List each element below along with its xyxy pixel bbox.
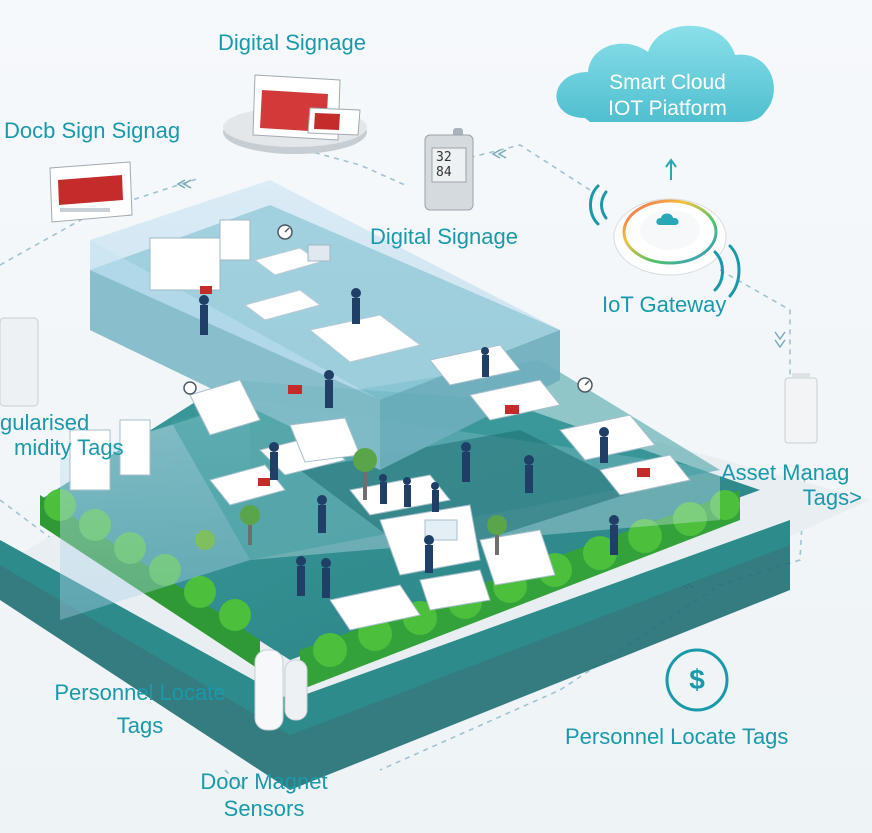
person-icon xyxy=(199,288,619,598)
label-docb-sign: Docb Sign Signag xyxy=(4,118,180,143)
asset-line-2: Tags> xyxy=(802,485,862,510)
humidity-line-1: gularised xyxy=(0,410,90,435)
signal-wave-icon xyxy=(589,184,741,298)
humidity-tag-device xyxy=(0,317,39,407)
thermometer-device-icon xyxy=(424,128,474,211)
iot-gateway-text: IoT Gateway xyxy=(602,292,727,317)
door-line-1: Door Magnet xyxy=(200,769,328,794)
asset-tag-device xyxy=(784,373,818,444)
upload-arrow-icon xyxy=(665,158,677,180)
docb-sign-text: Docb Sign Signag xyxy=(4,118,181,143)
humidity-line-2: midity Tags xyxy=(14,435,124,460)
dollar-icon xyxy=(665,648,729,712)
door-line-2: Sensors xyxy=(223,796,305,821)
label-door-sensors: Door Magnet Sensors xyxy=(186,768,342,822)
docb-sign-device xyxy=(49,161,133,223)
door-sensor-icon xyxy=(254,649,308,731)
desk-icon xyxy=(69,344,691,631)
dollar-glyph: $ xyxy=(689,664,705,695)
thermo-reading-top: 32 xyxy=(436,150,452,165)
label-humidity-tags: gularised midity Tags xyxy=(0,410,124,460)
cloud-line-1: Smart Cloud xyxy=(609,71,726,94)
label-iot-gateway: IoT Gateway xyxy=(602,292,726,317)
digital-signage-mid-text: Digital Signage xyxy=(370,224,518,249)
clock-icon xyxy=(183,224,593,395)
cloud-platform-label: Smart Cloud IOT Piatform xyxy=(580,70,755,122)
label-digital-signage-top: Digital Signage xyxy=(218,30,366,55)
personnel-right-text: Personnel Locate Tags xyxy=(565,724,789,749)
thermo-reading-bottom: 84 xyxy=(436,165,452,180)
label-personnel-right: Personnel Locate Tags xyxy=(565,724,788,749)
cloud-icon xyxy=(556,25,774,123)
upper-furniture xyxy=(149,219,422,363)
red-screens xyxy=(200,286,650,486)
personnel-left-line-1: Personnel Locate xyxy=(54,680,226,705)
personnel-left-line-2: Tags xyxy=(116,713,164,738)
gateway-icon xyxy=(613,198,727,276)
cloud-line-2: IOT Piatform xyxy=(608,97,727,120)
asset-line-1: Asset Manag xyxy=(721,460,850,485)
label-digital-signage-mid: Digital Signage xyxy=(370,224,518,249)
label-personnel-left: Personnel Locate Tags xyxy=(40,680,240,738)
digital-signage-top-text: Digital Signage xyxy=(218,30,366,55)
label-asset-tags: Asset Manag Tags> xyxy=(721,460,872,510)
tree-icon xyxy=(195,448,507,555)
signage-icon xyxy=(223,74,367,154)
